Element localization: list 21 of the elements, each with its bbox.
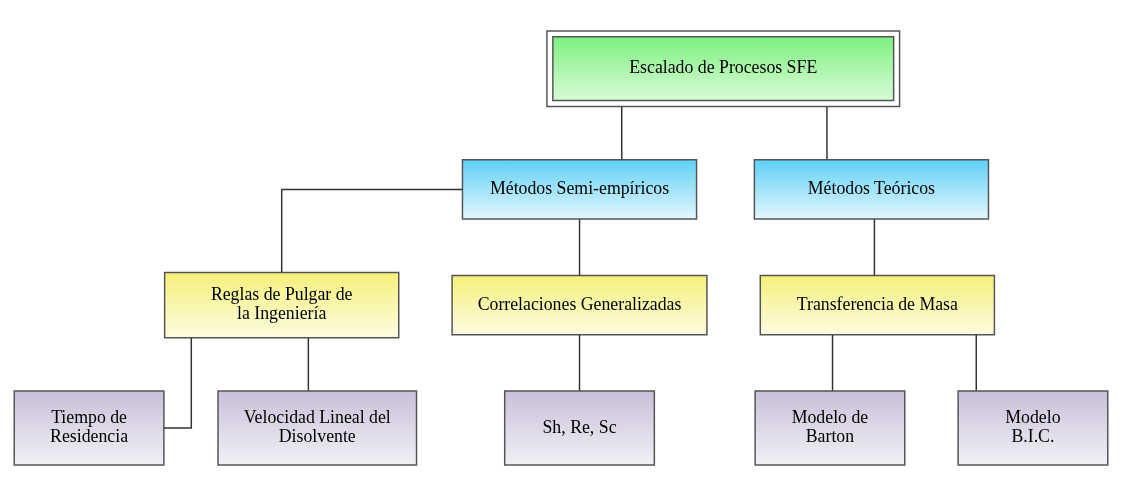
node-box: Modelo B.I.C. xyxy=(957,389,1109,466)
node-box: Correlaciones Generalizadas xyxy=(451,274,708,335)
connector xyxy=(307,336,310,391)
node-box: Tiempo de Residencia xyxy=(13,389,165,466)
connector xyxy=(578,218,581,276)
node-box: Reglas de Pulgar de la Ingeniería xyxy=(163,271,400,338)
connector xyxy=(578,333,581,391)
node-box: Modelo de Barton xyxy=(754,389,906,466)
node-box: Métodos Semi-empíricos xyxy=(461,158,698,220)
node-box: Velocidad Lineal del Disolvente xyxy=(217,389,418,466)
connector xyxy=(831,333,834,391)
connector xyxy=(280,188,463,273)
connector xyxy=(621,105,623,160)
connector xyxy=(826,105,828,160)
connector xyxy=(975,333,977,391)
connector xyxy=(873,218,876,276)
node-box: Sh, Re, Sc xyxy=(503,389,656,466)
node-box: Transferencia de Masa xyxy=(759,274,996,335)
connector xyxy=(163,336,193,429)
node-box: Métodos Teóricos xyxy=(753,158,990,220)
node-box: Escalado de Procesos SFE xyxy=(546,29,901,107)
